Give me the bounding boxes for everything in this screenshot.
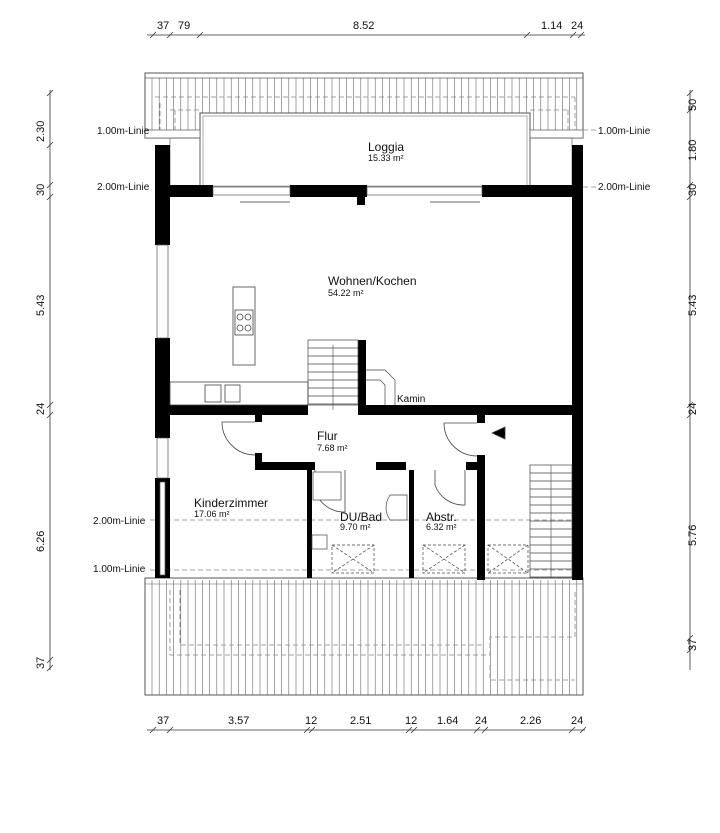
level-lines: [150, 96, 598, 681]
level-2m-top-right: 2.00m-Linie: [598, 182, 651, 193]
room-name-kinderzimmer: Kinderzimmer: [194, 496, 268, 510]
dim-right-7: 37: [687, 639, 699, 651]
dimension-lines: [46, 31, 694, 734]
room-area-kinderzimmer: 17.06 m²: [194, 509, 230, 519]
dim-left-2: 30: [35, 184, 47, 196]
level-1m-left: 1.00m-Linie: [93, 564, 146, 575]
dim-top-5: 24: [571, 20, 583, 32]
level-2m-top-left: 2.00m-Linie: [97, 182, 150, 193]
level-1m-top-right: 1.00m-Linie: [598, 126, 651, 137]
room-area-loggia: 15.33 m²: [368, 153, 404, 163]
dim-bottom-6: 1.64: [437, 715, 458, 727]
bath-fixtures: [311, 471, 529, 574]
dim-bottom-4: 2.51: [350, 715, 371, 727]
dim-right-1: 50: [687, 99, 699, 111]
dim-right-6: 5.76: [687, 525, 699, 546]
dim-bottom-5: 12: [405, 715, 417, 727]
roof-bottom: [144, 577, 584, 696]
dim-top-1: 37: [157, 20, 169, 32]
level-2m-left: 2.00m-Linie: [93, 516, 146, 527]
dim-right-2: 1.80: [687, 140, 699, 161]
windows: [156, 186, 483, 576]
loggia-outline: [199, 112, 531, 188]
dim-left-4: 24: [35, 403, 47, 415]
room-name-abstr: Abstr.: [426, 510, 457, 524]
dim-bottom-7: 24: [475, 715, 487, 727]
level-1m-top-left: 1.00m-Linie: [97, 126, 150, 137]
dim-left-6: 37: [35, 657, 47, 669]
room-area-wohnen: 54.22 m²: [328, 288, 364, 298]
room-area-flur: 7.68 m²: [317, 443, 348, 453]
dim-right-5: 24: [687, 403, 699, 415]
stairs: [307, 339, 573, 579]
kitchen: [169, 286, 309, 406]
room-area-abstr: 6.32 m²: [426, 522, 457, 532]
dim-top-4: 1.14: [541, 20, 562, 32]
room-name-dubad: DU/Bad: [340, 510, 382, 524]
dim-top-3: 8.52: [353, 20, 374, 32]
dim-left-5: 6.26: [35, 531, 47, 552]
dim-left-3: 5.43: [35, 295, 47, 316]
dim-bottom-1: 37: [157, 715, 169, 727]
dim-right-3: 30: [687, 184, 699, 196]
room-name-wohnen: Wohnen/Kochen: [328, 274, 417, 288]
dim-bottom-2: 3.57: [228, 715, 249, 727]
room-area-dubad: 9.70 m²: [340, 522, 371, 532]
doors: [221, 421, 506, 513]
dim-left-1: 2.30: [35, 121, 47, 142]
dim-bottom-8: 2.26: [520, 715, 541, 727]
room-name-loggia: Loggia: [368, 140, 404, 154]
dim-top-2: 79: [178, 20, 190, 32]
room-name-flur: Flur: [317, 429, 338, 443]
dim-bottom-9: 24: [571, 715, 583, 727]
dim-bottom-3: 12: [305, 715, 317, 727]
dim-right-4: 5.43: [687, 295, 699, 316]
kamin-label: Kamin: [397, 394, 425, 405]
